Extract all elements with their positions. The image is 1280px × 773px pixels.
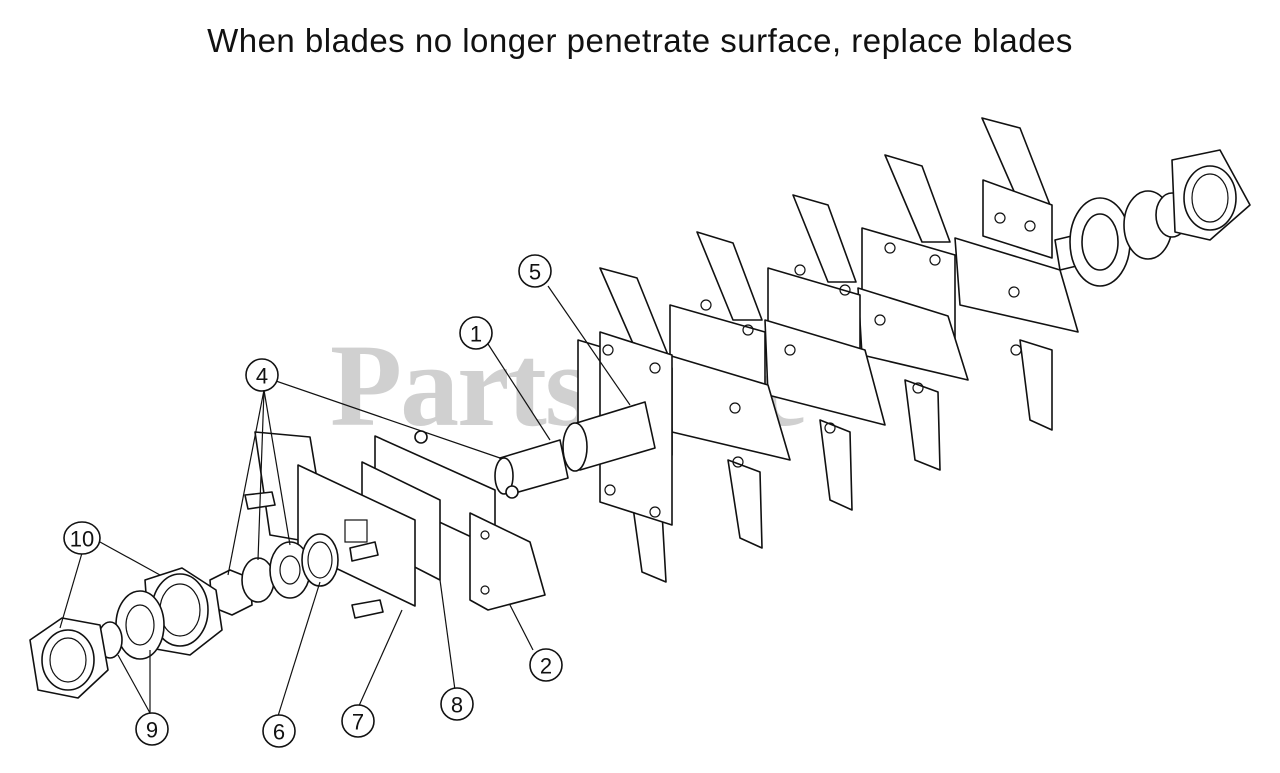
svg-text:10: 10 bbox=[70, 527, 94, 552]
blade-set bbox=[764, 194, 886, 511]
shaft bbox=[494, 401, 656, 499]
svg-text:9: 9 bbox=[146, 718, 158, 743]
callout-7: 7 bbox=[341, 704, 375, 738]
mounting-plates bbox=[254, 431, 546, 611]
callout-6: 6 bbox=[262, 714, 296, 748]
blade-set bbox=[954, 117, 1079, 431]
blade-assembly bbox=[577, 117, 1079, 583]
svg-text:7: 7 bbox=[352, 710, 364, 735]
callout-5: 5 bbox=[518, 254, 552, 288]
callout-8: 8 bbox=[440, 687, 474, 721]
callout-1: 1 bbox=[459, 316, 493, 350]
callout-2: 2 bbox=[529, 648, 563, 682]
callout-9: 9 bbox=[135, 712, 169, 746]
left-bearing-assembly bbox=[29, 567, 223, 699]
fasteners bbox=[244, 430, 428, 619]
svg-text:1: 1 bbox=[470, 322, 482, 347]
svg-text:6: 6 bbox=[273, 720, 285, 745]
svg-text:8: 8 bbox=[451, 693, 463, 718]
callouts: 1 2 4 5 6 7 8 9 bbox=[63, 254, 563, 748]
right-bearing-assembly bbox=[1054, 149, 1251, 287]
svg-text:2: 2 bbox=[540, 654, 552, 679]
callout-4: 4 bbox=[245, 358, 279, 392]
washers-and-nut bbox=[209, 533, 339, 616]
svg-text:5: 5 bbox=[529, 260, 541, 285]
leader-lines bbox=[59, 285, 631, 717]
diagram-title: When blades no longer penetrate surface,… bbox=[207, 22, 1073, 59]
svg-text:4: 4 bbox=[256, 364, 268, 389]
callout-10: 10 bbox=[63, 521, 101, 555]
blade-set bbox=[857, 154, 969, 471]
